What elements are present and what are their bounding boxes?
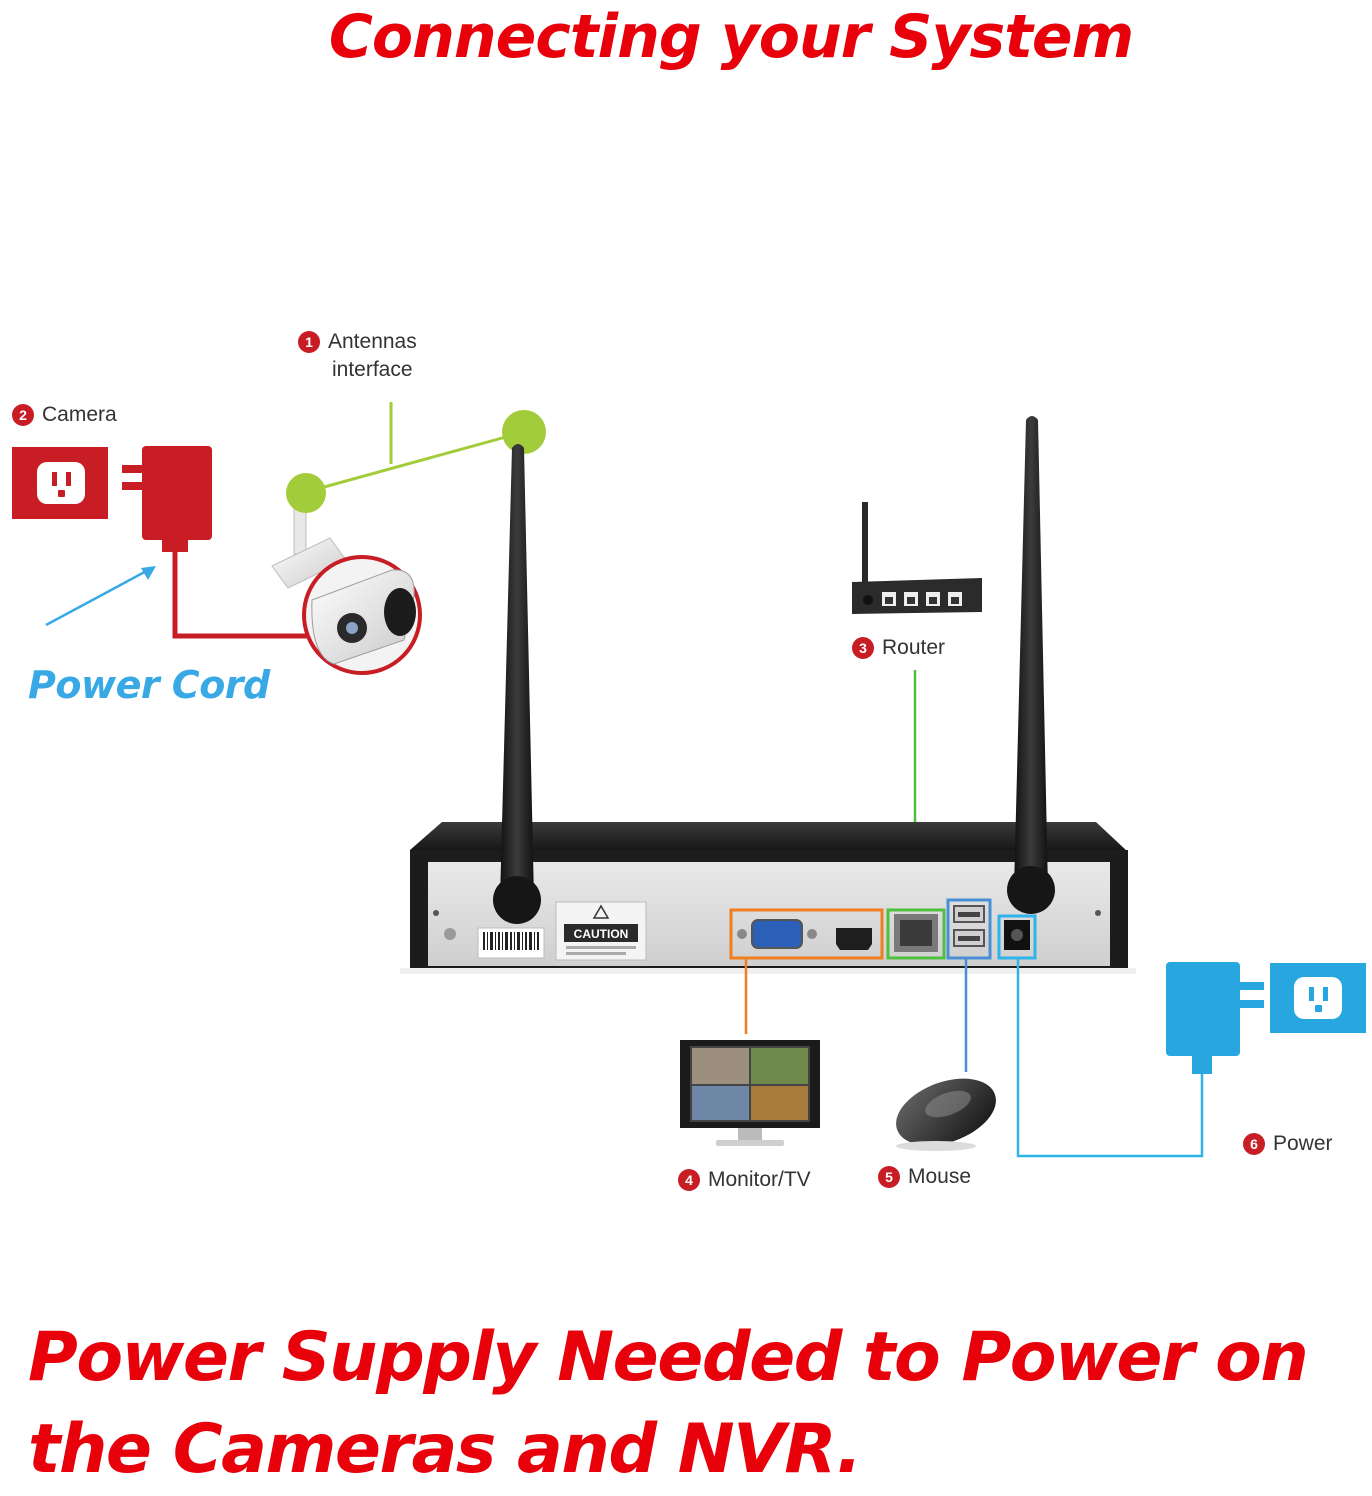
callout-power: 6 Power <box>1243 1130 1333 1158</box>
power-supply-note-line-1: Power Supply Needed to Power on <box>28 1318 1309 1397</box>
nvr-power-supply <box>1166 962 1366 1074</box>
nvr-power-adapter <box>1166 962 1240 1056</box>
power-supply-note: Power Supply Needed to Power on the Came… <box>28 1312 1358 1496</box>
callout-number-badge: 2 <box>12 404 34 426</box>
nvr-antenna-right <box>1014 416 1048 904</box>
wireless-camera <box>271 493 422 675</box>
power-cord-label: Power Cord <box>28 663 270 707</box>
usb-ports-highlight <box>946 898 992 960</box>
power-supply-note-line-2: the Cameras and NVR. <box>28 1410 862 1489</box>
monitor-tv <box>680 1040 820 1146</box>
vga-port <box>751 919 803 949</box>
router <box>852 502 982 614</box>
callout-label: Monitor/TV <box>708 1168 811 1191</box>
callout-number-badge: 3 <box>852 637 874 659</box>
callout-label: Mouse <box>908 1165 972 1188</box>
hdmi-port <box>836 928 872 950</box>
nvr-antenna-marker <box>502 410 546 454</box>
callout-label: Camera <box>42 403 117 426</box>
callout-label: Antennas <box>328 330 417 353</box>
outlet-face-icon <box>1294 977 1342 1019</box>
callout-number-badge: 5 <box>878 1166 900 1188</box>
camera-antenna-marker <box>286 473 326 513</box>
camera-power-cable <box>172 552 318 639</box>
power-cord-arrow <box>45 566 153 627</box>
callout-label: Power <box>1273 1132 1333 1155</box>
caution-label: CAUTION <box>574 927 629 941</box>
callout-number-badge: 6 <box>1243 1133 1265 1155</box>
page-title: Connecting your System <box>328 2 1134 72</box>
callout-number-badge: 1 <box>298 331 320 353</box>
nvr-antennas <box>493 416 1055 924</box>
callout-monitor-tv: 4 Monitor/TV <box>678 1166 811 1194</box>
outlet-face-icon <box>37 462 85 504</box>
antennas-interface-callout <box>286 402 546 513</box>
nvr-power-cable <box>1016 958 1204 1158</box>
nvr-recorder: CAUTION <box>400 822 1136 974</box>
callout-router: 3 Router <box>852 634 945 662</box>
callout-mouse: 5 Mouse <box>878 1163 971 1191</box>
camera-power-adapter <box>142 446 212 540</box>
callout-label: Router <box>882 636 946 659</box>
camera-power-wiring <box>12 446 361 674</box>
callout-label: interface <box>332 358 413 381</box>
display-ports-highlight <box>729 908 884 960</box>
computer-mouse <box>896 1078 996 1151</box>
callout-number-badge: 4 <box>678 1169 700 1191</box>
nvr-antenna-left <box>500 444 534 914</box>
lan-port-highlight <box>886 908 946 960</box>
callout-camera: 2 Camera <box>12 401 117 429</box>
callout-antennas-interface: 1 Antennas interface <box>298 328 417 384</box>
